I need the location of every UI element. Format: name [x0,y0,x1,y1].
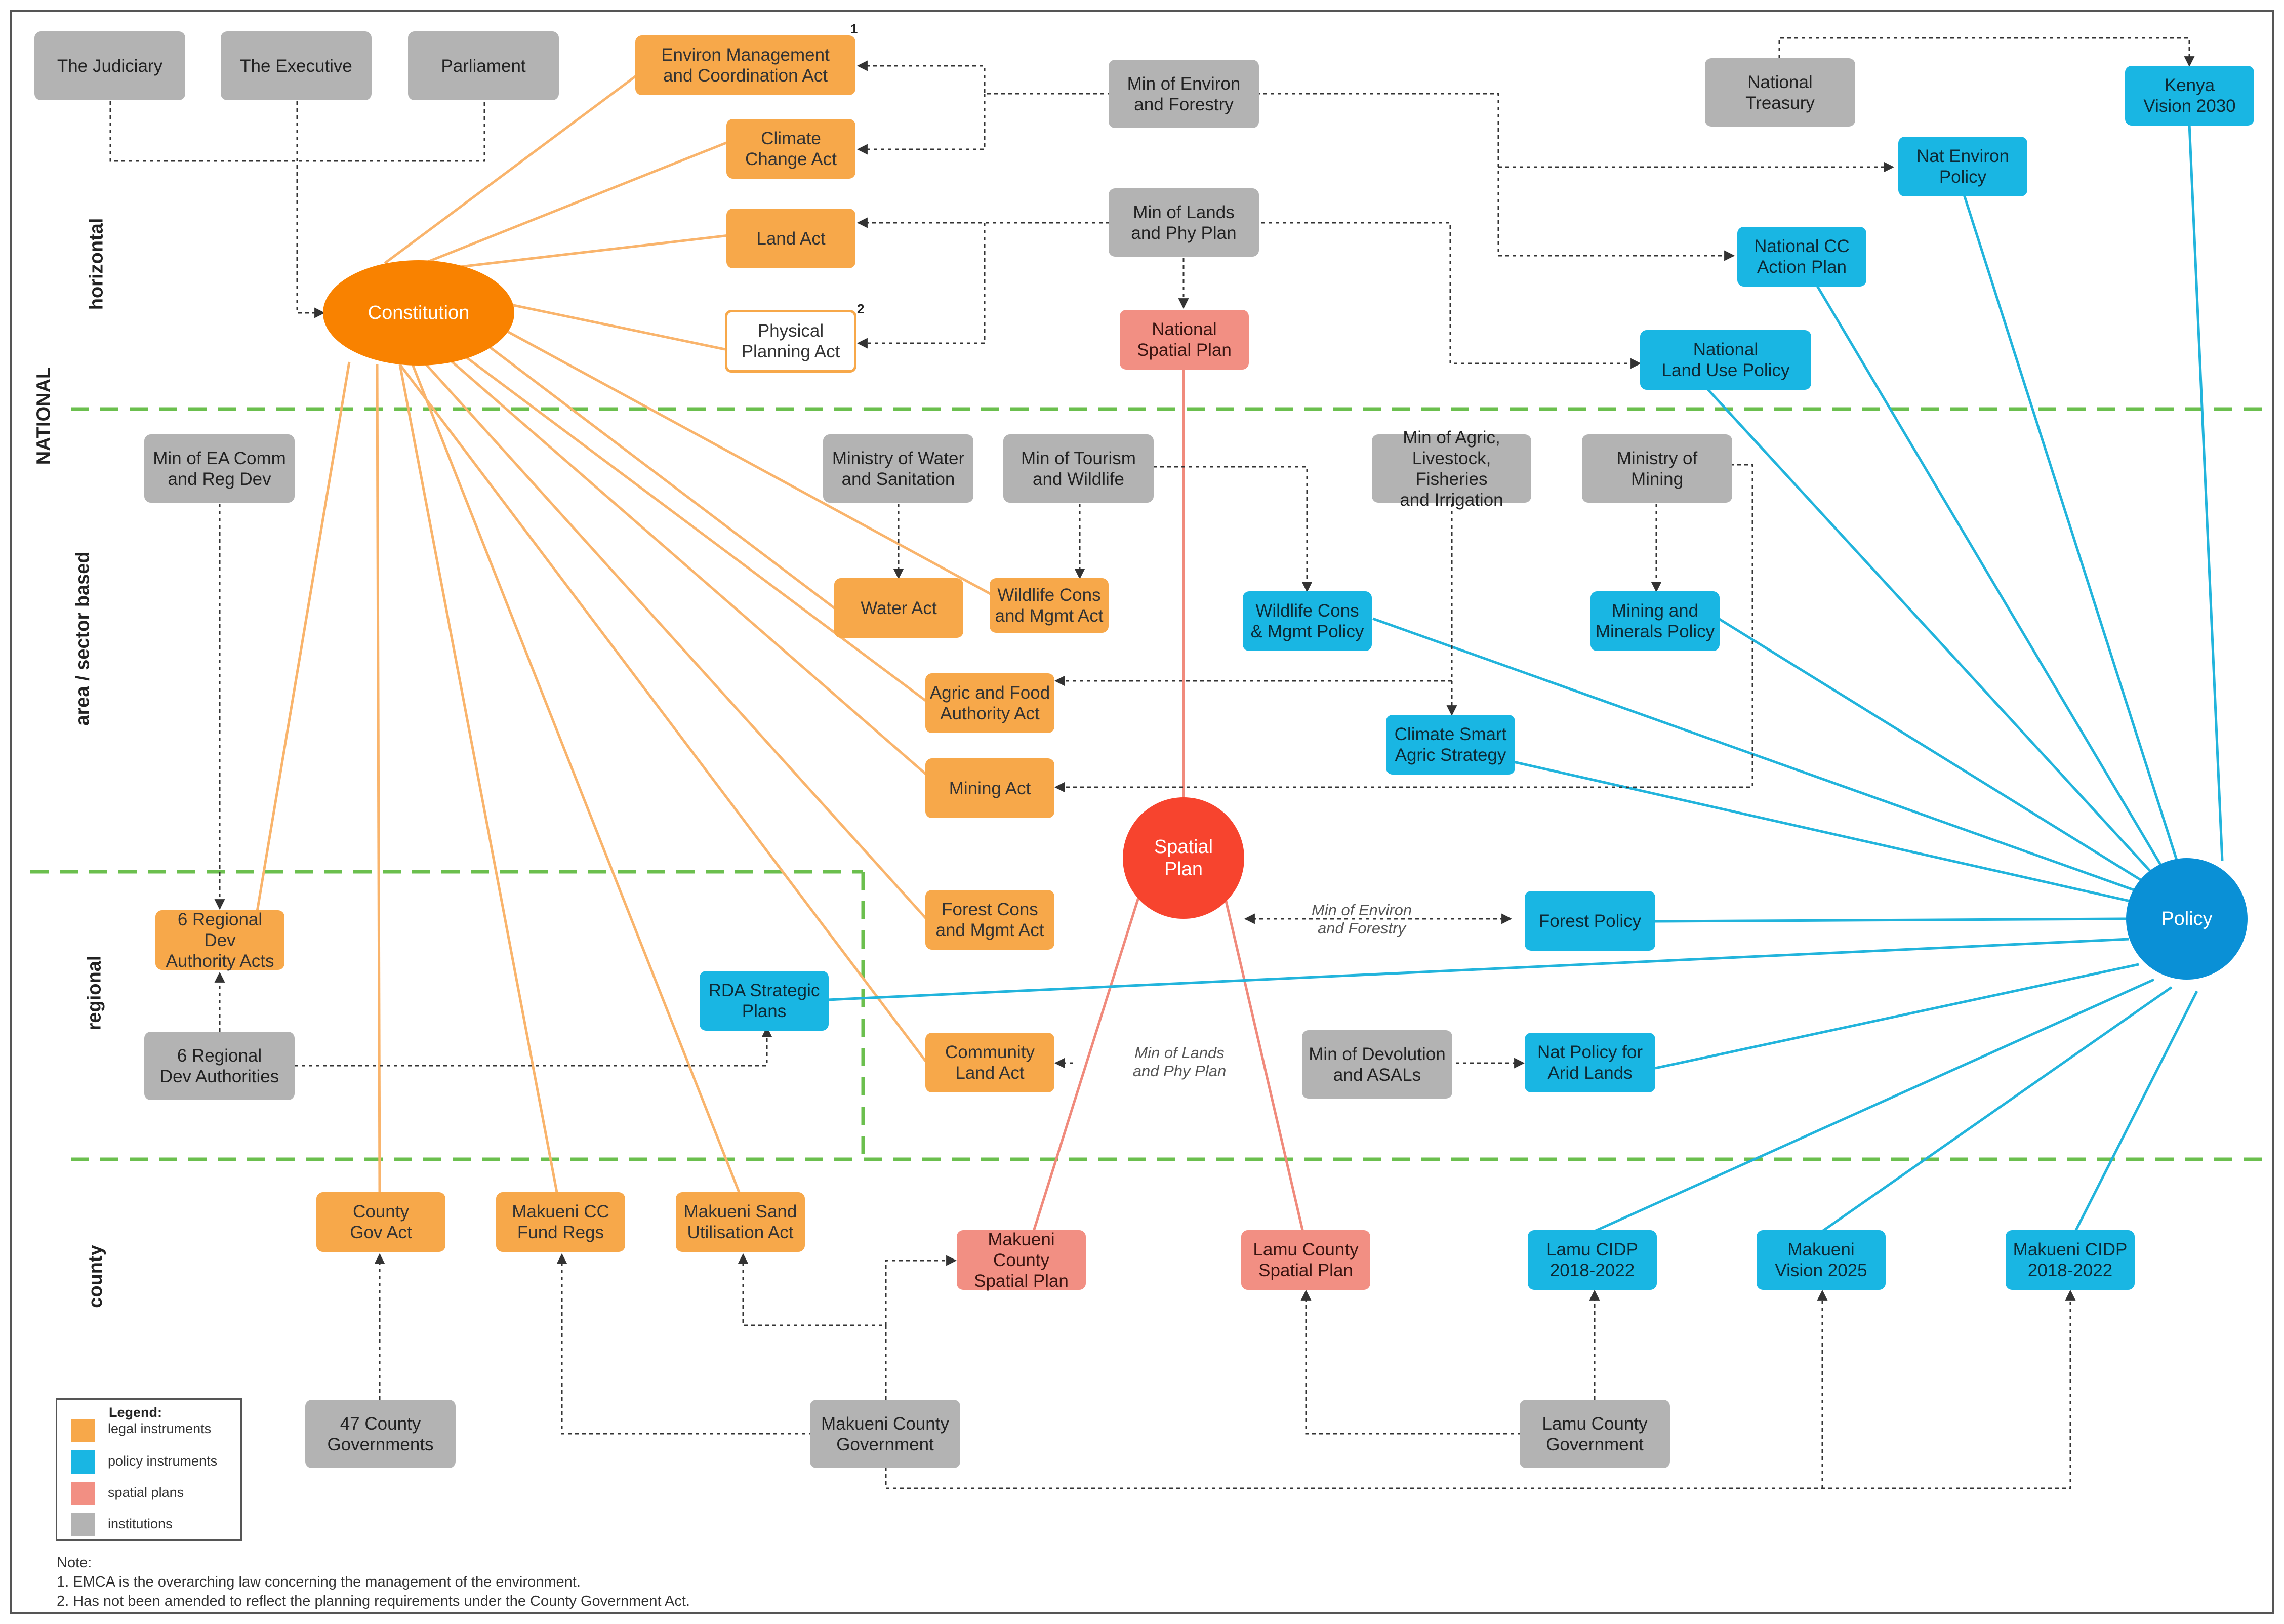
arid-lands-policy-node: Nat Policy for Arid Lands [1525,1033,1655,1092]
national-land-use-policy-node: National Land Use Policy [1640,330,1811,390]
nat-environ-policy-node: Nat Environ Policy [1898,137,2027,196]
climate-change-act-node: Climate Change Act [726,119,855,179]
national-spatial-plan-node: National Spatial Plan [1120,310,1249,370]
forest-policy-node: Forest Policy [1525,891,1655,951]
notes-heading: Note: [57,1555,92,1571]
min-devolution-node: Min of Devolution and ASALs [1302,1030,1452,1099]
band-label-county: county [85,1245,106,1308]
parliament-node: Parliament [408,31,559,100]
climate-smart-agric-node: Climate Smart Agric Strategy [1386,715,1515,775]
physical-planning-act-node: Physical Planning Act [725,310,856,373]
band-label-regional: regional [84,955,105,1031]
forest-edge-label: Min of Environ and Forestry [1311,901,1412,937]
legend-swatch-spatial [71,1482,95,1505]
makueni-spatial-plan-node: Makueni County Spatial Plan [957,1230,1086,1291]
min-environ-forestry-node: Min of Environ and Forestry [1109,60,1259,128]
rda-strategic-plans-node: RDA Strategic Plans [700,971,829,1031]
land-act-node: Land Act [726,209,855,268]
spatial-links [1031,369,1305,1235]
min-water-node: Ministry of Water and Sanitation [823,434,973,503]
mining-act-node: Mining Act [925,758,1054,818]
legend-swatch-legal [71,1419,95,1442]
makueni-vision-2025-node: Makueni Vision 2025 [1757,1230,1886,1290]
legend-label-policy: policy instruments [108,1453,218,1469]
regional-dev-authorities-node: 6 Regional Dev Authorities [144,1032,295,1100]
kenya-vision-2030-node: Kenya Vision 2030 [2125,66,2254,126]
lamu-county-government-node: Lamu County Government [1520,1400,1670,1468]
diagram-frame [10,10,2274,1614]
legend-title: Legend: [109,1405,162,1420]
min-tourism-node: Min of Tourism and Wildlife [1003,434,1154,503]
spatial-plan-hub: Spatial Plan [1123,797,1244,919]
emca-superscript: 1 [850,21,858,36]
notes: Note: 1. EMCA is the overarching law con… [57,1553,690,1611]
mining-minerals-policy-node: Mining and Minerals Policy [1590,591,1720,651]
constitution-hub: Constitution [323,260,514,366]
min-lands-node: Min of Lands and Phy Plan [1109,188,1259,257]
legend-swatch-institution [71,1513,95,1536]
forest-act-node: Forest Cons and Mgmt Act [925,890,1054,950]
legend-swatch-policy [71,1450,95,1474]
institution-links [109,37,2195,1489]
band-label-horizontal: horizontal [86,218,107,310]
executive-node: The Executive [221,31,372,100]
min-agric-node: Min of Agric, Livestock, Fisheries and I… [1372,428,1531,510]
makueni-county-government-node: Makueni County Government [810,1400,960,1468]
wildlife-act-node: Wildlife Cons and Mgmt Act [990,578,1109,633]
community-edge-label: Min of Lands and Phy Plan [1132,1044,1227,1080]
regional-dev-authority-acts-node: 6 Regional Dev Authority Acts [155,910,284,971]
constitution-links [254,62,993,1193]
makueni-cidp-node: Makueni CIDP 2018-2022 [2006,1230,2135,1290]
legend-label-spatial: spatial plans [108,1485,184,1500]
band-label-national: NATIONAL [33,367,55,465]
ppa-superscript: 2 [857,301,865,316]
band-label-sector: area / sector based [72,551,94,726]
county-gov-act-node: County Gov Act [316,1192,445,1252]
min-mining-node: Ministry of Mining [1582,434,1732,503]
policy-links [827,124,2224,1233]
county-governments-node: 47 County Governments [305,1400,456,1468]
agric-food-authority-act-node: Agric and Food Authority Act [925,673,1054,733]
wildlife-policy-node: Wildlife Cons & Mgmt Policy [1243,591,1372,651]
makueni-cc-fund-regs-node: Makueni CC Fund Regs [496,1192,625,1252]
makueni-sand-act-node: Makueni Sand Utilisation Act [676,1192,805,1252]
legend: Legend: legal instruments policy instrum… [56,1398,242,1541]
emca-node: Environ Management and Coordination Act [635,35,855,95]
note-2: 2. Has not been amended to reflect the p… [57,1593,690,1609]
note-1: 1. EMCA is the overarching law concernin… [57,1574,581,1590]
legend-label-institution: institutions [108,1516,173,1531]
national-cc-action-plan-node: National CC Action Plan [1737,227,1866,287]
band-dividers [30,407,2268,1161]
national-treasury-node: National Treasury [1705,58,1855,127]
min-ea-comm-node: Min of EA Comm and Reg Dev [144,434,295,503]
policy-hub: Policy [2126,858,2248,980]
judiciary-node: The Judiciary [34,31,185,100]
legend-label-legal: legal instruments [108,1421,212,1436]
community-land-act-node: Community Land Act [925,1033,1054,1092]
water-act-node: Water Act [834,578,963,638]
lamu-spatial-plan-node: Lamu County Spatial Plan [1241,1230,1370,1290]
lamu-cidp-node: Lamu CIDP 2018-2022 [1528,1230,1657,1290]
